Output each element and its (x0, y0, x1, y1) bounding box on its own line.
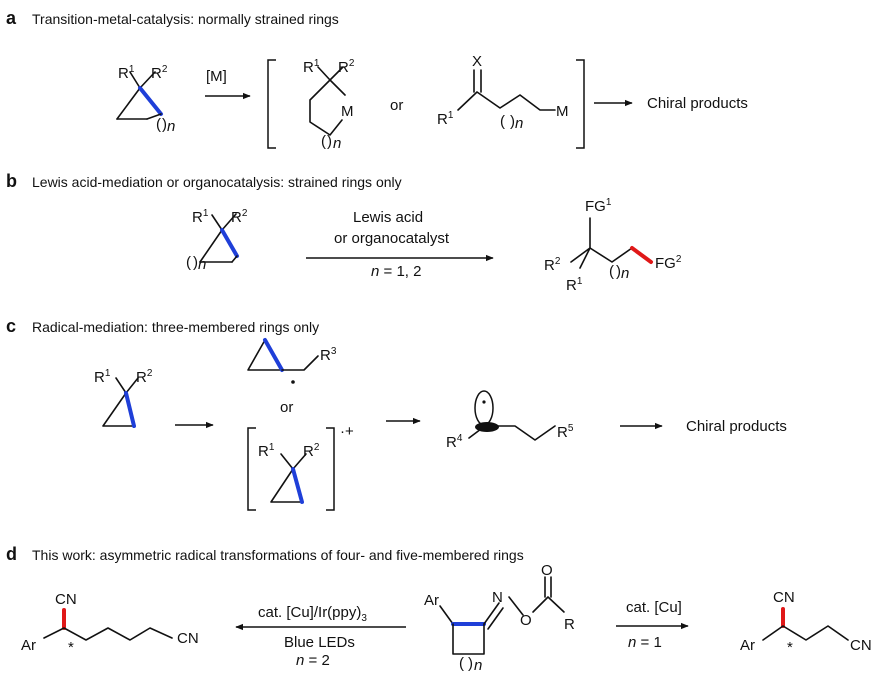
svg-text:CN: CN (773, 589, 795, 606)
section-c: c Radical-mediation: three-membered ring… (6, 316, 787, 511)
svg-text:): ) (327, 133, 332, 150)
svg-text:R2: R2 (303, 442, 320, 460)
svg-text:R1: R1 (94, 368, 111, 386)
svg-text:R2: R2 (544, 256, 561, 274)
svg-text:CN: CN (177, 630, 199, 647)
section-a-reagent: [M] (206, 68, 227, 85)
section-d-left-condition: n = 2 (296, 652, 330, 669)
svg-text:(: ( (156, 116, 161, 133)
svg-text:n: n (333, 135, 341, 152)
svg-text:FG2: FG2 (655, 254, 682, 272)
svg-text:O: O (541, 562, 553, 579)
section-c-product: Chiral products (686, 418, 787, 435)
section-d-right-product: CN Ar * CN (740, 589, 872, 656)
svg-text:R1: R1 (303, 58, 320, 76)
section-b-reagent-line2: or organocatalyst (334, 230, 450, 247)
section-a-or: or (390, 97, 403, 114)
svg-text:): ) (468, 655, 473, 672)
section-a-title: Transition-metal-catalysis: normally str… (32, 11, 339, 27)
section-c-right-bracket (326, 427, 335, 511)
section-b-condition: n = 1, 2 (371, 263, 421, 280)
section-c-radical-cation: R1 R2 (258, 442, 320, 504)
section-c-radical-intermediate: R4 R5 (446, 390, 574, 451)
svg-text:R1: R1 (437, 110, 454, 128)
section-d-left-reagent-line1: cat. [Cu]/Ir(ppy)3 (258, 604, 367, 624)
section-d: d This work: asymmetric radical transfor… (6, 544, 872, 674)
section-a-left-bracket (267, 59, 276, 149)
svg-text:R1: R1 (192, 208, 209, 226)
svg-text:R2: R2 (338, 58, 355, 76)
section-d-right-condition: n = 1 (628, 634, 662, 651)
section-d-left-product: CN Ar * CN (21, 591, 199, 656)
svg-text:(: ( (609, 263, 614, 280)
svg-text:(: ( (186, 254, 191, 271)
svg-text:X: X (472, 53, 482, 70)
section-d-left-reagent-line2: Blue LEDs (284, 634, 355, 651)
svg-text:Ar: Ar (424, 592, 439, 609)
svg-text:n: n (474, 657, 482, 674)
svg-text:O: O (520, 612, 532, 629)
svg-text:n: n (198, 256, 206, 273)
section-a-product: Chiral products (647, 95, 748, 112)
section-d-right-reagent: cat. [Cu] (626, 599, 682, 616)
svg-text:Ar: Ar (740, 637, 755, 654)
svg-text:): ) (162, 116, 167, 133)
section-a-substrate: R1 R2 ( ) n (116, 64, 175, 135)
section-d-title: This work: asymmetric radical transforma… (32, 547, 524, 563)
section-d-letter: d (6, 544, 17, 564)
svg-text:(: ( (459, 655, 464, 672)
svg-text:): ) (510, 113, 515, 130)
svg-text:R2: R2 (231, 208, 248, 226)
section-a-letter: a (6, 8, 17, 28)
section-a-metallacycle: R1 R2 M ( ) n (303, 58, 355, 152)
svg-text:M: M (556, 103, 569, 120)
svg-text:*: * (68, 639, 74, 656)
svg-text:R1: R1 (118, 64, 135, 82)
section-c-letter: c (6, 316, 16, 336)
section-b: b Lewis acid-mediation or organocatalysi… (6, 171, 682, 294)
svg-text:(: ( (321, 133, 326, 150)
svg-text:CN: CN (55, 591, 77, 608)
svg-text:n: n (167, 118, 175, 135)
svg-text:N: N (492, 589, 503, 606)
svg-text:R3: R3 (320, 346, 337, 364)
section-c-or: or (280, 399, 293, 416)
svg-text:R2: R2 (151, 64, 168, 82)
svg-text:): ) (193, 254, 198, 271)
section-d-oxime-ester-substrate: Ar N O O R ( ) n (424, 562, 575, 674)
svg-text:R: R (564, 616, 575, 633)
section-c-cyclopropylmethyl-radical: R3 (247, 338, 337, 384)
section-a-right-bracket (576, 59, 585, 149)
svg-text:FG1: FG1 (585, 197, 612, 215)
svg-text:n: n (515, 115, 523, 132)
section-c-radical-cation-sign: ·+ (340, 423, 354, 440)
section-b-substrate: R1 R2 ( ) n (186, 208, 248, 273)
svg-text:Ar: Ar (21, 637, 36, 654)
svg-text:M: M (341, 103, 354, 120)
svg-text:R5: R5 (557, 423, 574, 441)
section-c-title: Radical-mediation: three-membered rings … (32, 319, 319, 335)
svg-text:CN: CN (850, 637, 872, 654)
svg-text:(: ( (500, 113, 505, 130)
svg-text:R1: R1 (566, 276, 583, 294)
section-b-product: FG1 R2 R1 ( ) n FG2 (544, 197, 682, 294)
svg-text:*: * (787, 639, 793, 656)
svg-text:): ) (616, 263, 621, 280)
svg-text:R2: R2 (136, 368, 153, 386)
section-c-left-bracket (247, 427, 256, 511)
section-b-title: Lewis acid-mediation or organocatalysis:… (32, 174, 402, 190)
svg-text:R1: R1 (258, 442, 275, 460)
section-c-substrate: R1 R2 (94, 368, 153, 428)
section-a-acylmetal: X R1 ( ) n M (437, 53, 569, 132)
section-a: a Transition-metal-catalysis: normally s… (6, 8, 748, 152)
svg-text:n: n (621, 265, 629, 282)
section-b-reagent-line1: Lewis acid (353, 209, 423, 226)
svg-text:R4: R4 (446, 433, 463, 451)
section-b-letter: b (6, 171, 17, 191)
